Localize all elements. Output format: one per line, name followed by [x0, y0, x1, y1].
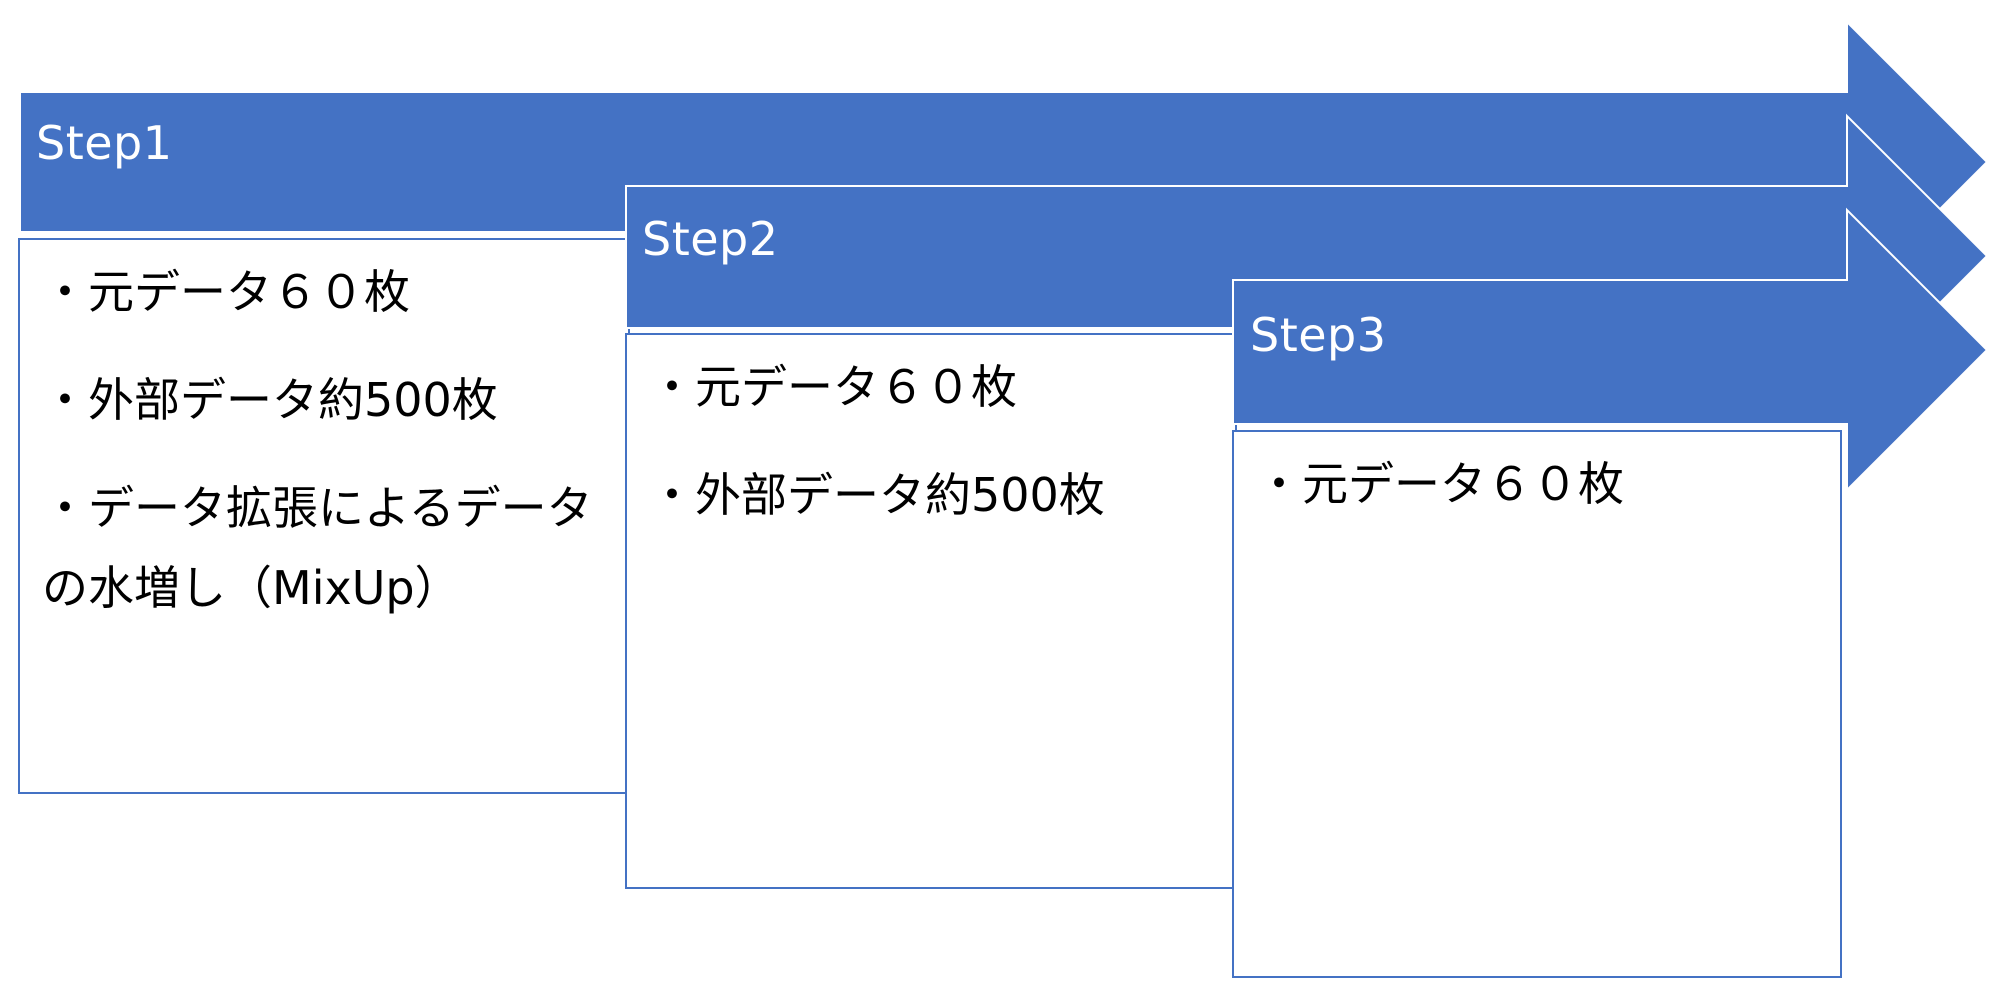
step-1-label: Step1 — [36, 116, 173, 170]
step-2-box: ・元データ６０枚 ・外部データ約500枚 — [625, 333, 1237, 889]
step-1-item-1: ・元データ６０枚 — [42, 265, 410, 319]
step-1-box: ・元データ６０枚 ・外部データ約500枚 ・データ拡張によるデータの水増し（Mi… — [18, 238, 630, 794]
step-2-item-1: ・元データ６０枚 — [649, 360, 1017, 414]
step-2-item-2: ・外部データ約500枚 — [649, 468, 1105, 522]
step-2-label: Step2 — [642, 212, 779, 266]
step-3-label: Step3 — [1250, 308, 1387, 362]
step-3-item-1: ・元データ６０枚 — [1256, 457, 1624, 511]
step-1-item-2: ・外部データ約500枚 — [42, 373, 498, 427]
step-3-box: ・元データ６０枚 — [1232, 430, 1842, 978]
step-1-item-3: ・データ拡張によるデータの水増し（MixUp） — [42, 481, 593, 615]
